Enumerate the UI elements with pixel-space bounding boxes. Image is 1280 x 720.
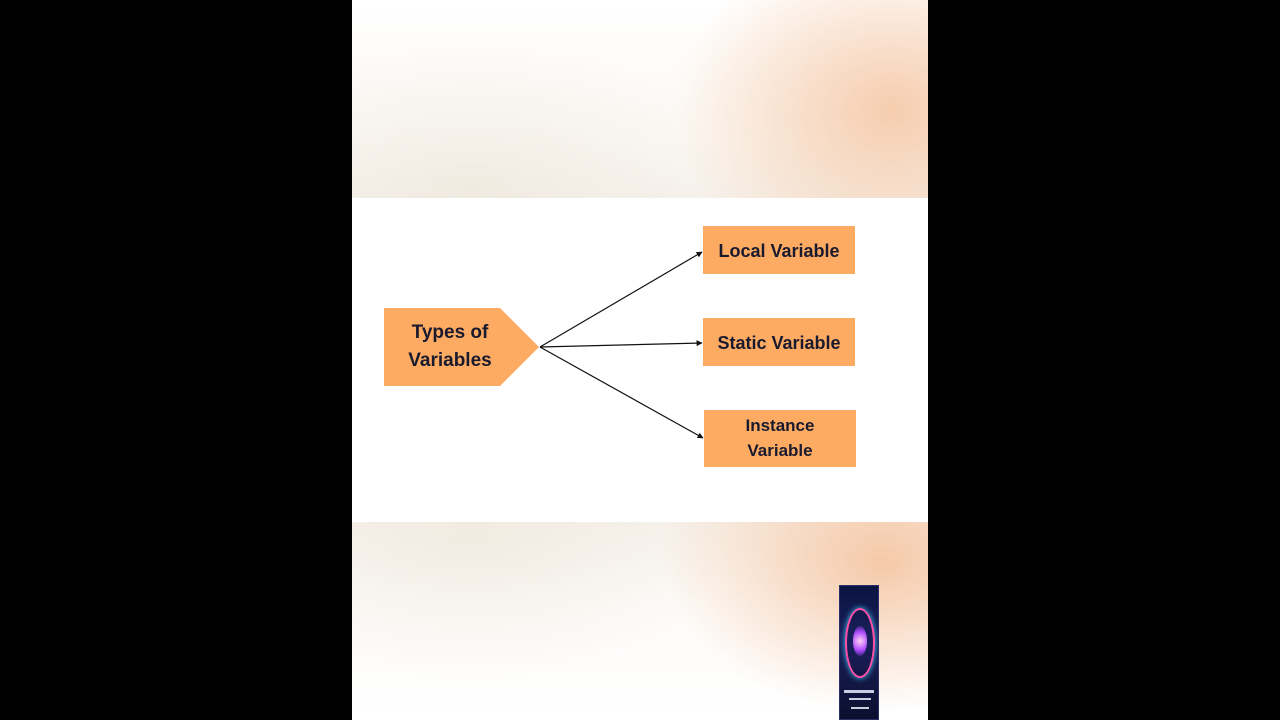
static-variable-node-shape <box>703 318 855 366</box>
logo-wordmark-shape-tertiary <box>851 707 869 709</box>
root-node-shape <box>384 308 539 386</box>
static-variable-label: Static Variable <box>717 332 841 353</box>
root-node-label-line1: Types of <box>411 322 489 343</box>
logo-core-shape <box>853 626 867 656</box>
background-top <box>352 0 928 198</box>
edge-to-static-variable <box>539 340 703 348</box>
diagram-slide: Types of Variables Local Variable Static… <box>352 198 928 522</box>
instance-variable-node-shape <box>704 410 856 467</box>
diagram-canvas <box>384 226 856 467</box>
root-node-label: Types of Variables <box>385 308 515 386</box>
logo-wordmark-shape <box>844 690 874 693</box>
instance-variable-label: Instance Variable <box>704 410 856 466</box>
logo-wordmark-shape-secondary <box>849 698 871 700</box>
edge-to-instance-variable <box>539 346 704 439</box>
logo-ring-shape <box>845 608 875 678</box>
instance-variable-label-line2: Variable <box>747 441 813 460</box>
instance-variable-label-line1: Instance <box>745 416 815 435</box>
local-variable-label: Local Variable <box>718 240 840 261</box>
video-frame: Types of Variables Local Variable Static… <box>352 0 928 720</box>
channel-logo-icon <box>839 585 879 720</box>
local-variable-node-shape <box>703 226 855 274</box>
background-bottom <box>352 522 928 720</box>
root-node-label-line2: Variables <box>408 350 492 371</box>
edge-to-local-variable <box>539 251 703 348</box>
